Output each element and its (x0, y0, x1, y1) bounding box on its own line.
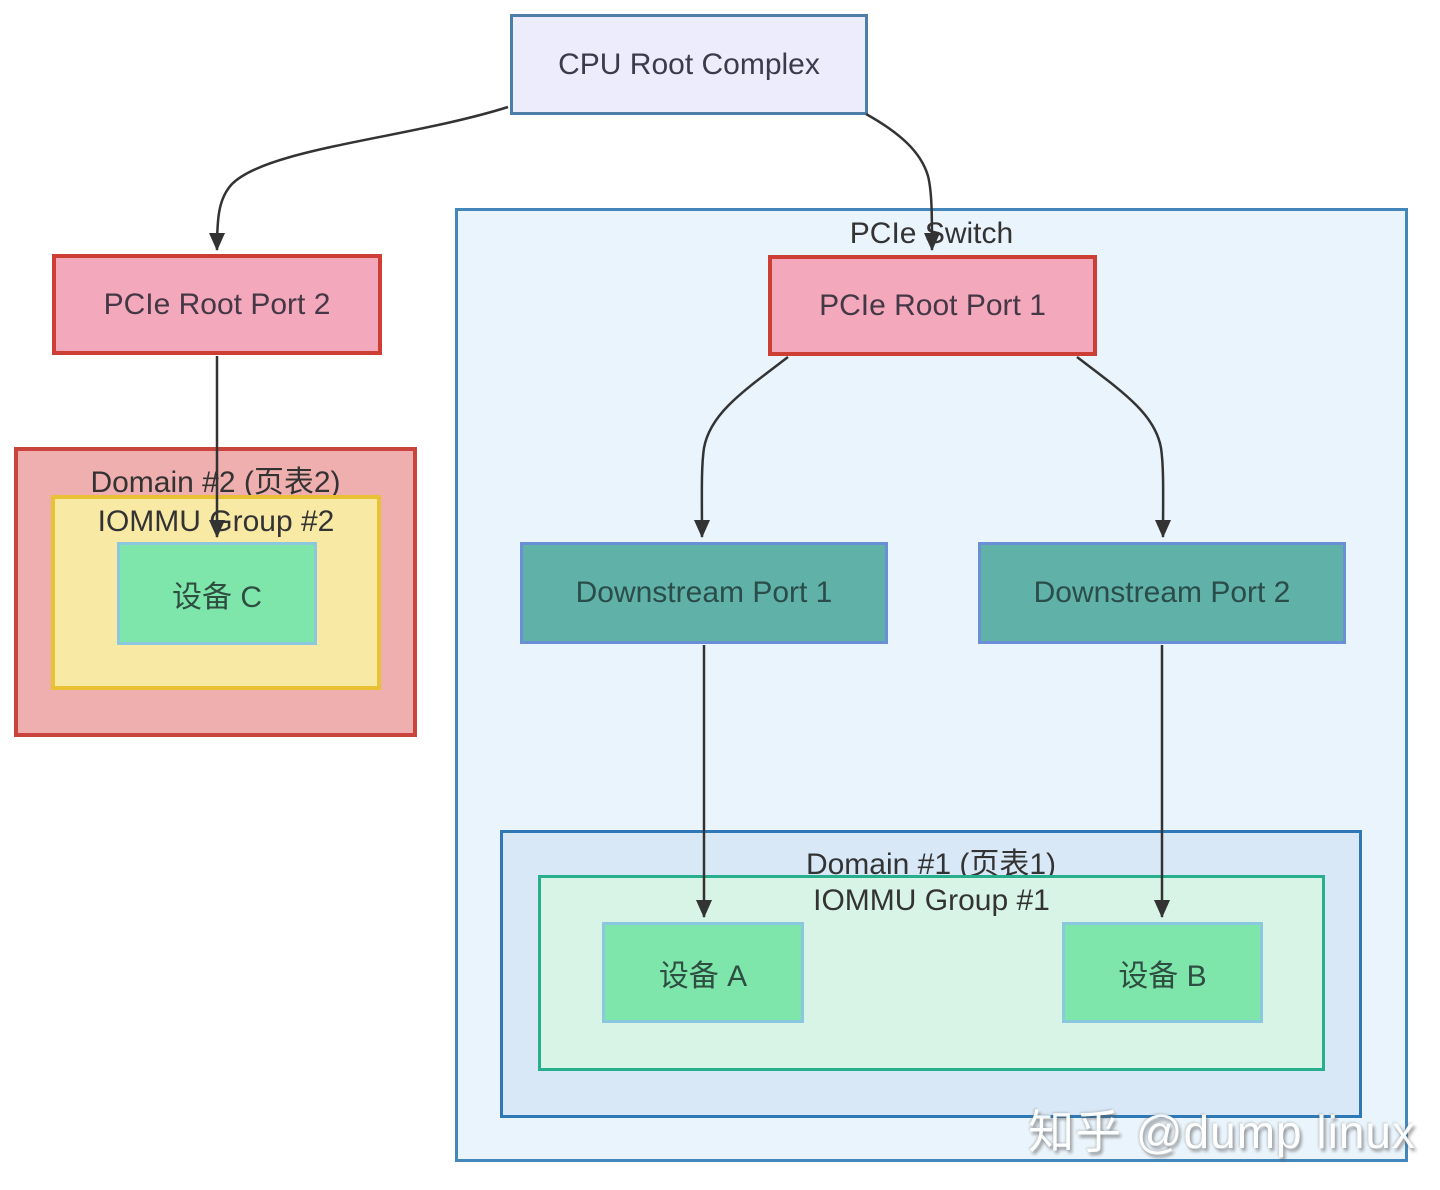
downstream-port-1-label: Downstream Port 1 (575, 576, 833, 609)
pcie-root-port-2-node: PCIe Root Port 2 (52, 254, 382, 355)
device-a-node: 设备 A (602, 922, 804, 1023)
domain-2-label: Domain #2 (页表2) (90, 466, 341, 499)
device-b-label: 设备 B (1118, 959, 1207, 993)
iommu-group-2-label: IOMMU Group #2 (97, 505, 335, 538)
cpu-root-complex-label: CPU Root Complex (558, 47, 820, 81)
device-c-label: 设备 C (172, 580, 262, 614)
iommu-group-1-label: IOMMU Group #1 (813, 884, 1050, 917)
pcie-root-port-2-label: PCIe Root Port 2 (103, 287, 331, 321)
device-b-node: 设备 B (1062, 922, 1263, 1023)
downstream-port-2-node: Downstream Port 2 (978, 542, 1346, 644)
device-a-label: 设备 A (658, 959, 748, 993)
pcie-switch-label: PCIe Switch (849, 217, 1014, 250)
downstream-port-2-label: Downstream Port 2 (1033, 576, 1291, 609)
watermark: 知乎 @dump linux (1028, 1106, 1416, 1158)
device-c-node: 设备 C (117, 542, 317, 645)
cpu-root-complex-node: CPU Root Complex (510, 14, 868, 115)
pcie-root-port-1-label: PCIe Root Port 1 (819, 288, 1046, 322)
downstream-port-1-node: Downstream Port 1 (520, 542, 888, 644)
pcie-root-port-1-node: PCIe Root Port 1 (768, 255, 1097, 356)
